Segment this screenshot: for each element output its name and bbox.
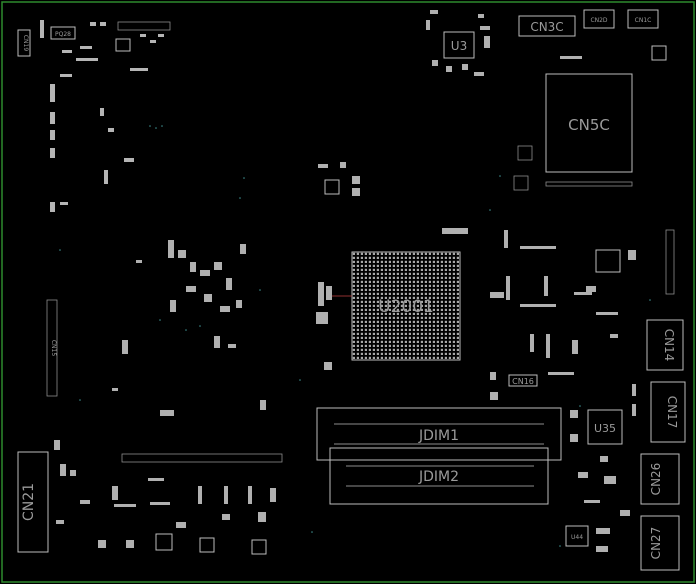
square-part-b — [513, 175, 529, 191]
cn15-connector: CN15 — [46, 299, 58, 397]
cn21-label: CN21 — [21, 483, 37, 521]
cn19-connector: CN19 — [17, 29, 31, 57]
cn5c-label: CN5C — [568, 116, 610, 134]
top-header-strip — [117, 21, 171, 31]
cn5c-socket: CN5C — [545, 73, 633, 173]
square-part-a — [517, 145, 533, 161]
cn5c-pin-strip — [545, 181, 633, 187]
ic-top-left — [115, 38, 131, 52]
cn1c-connector: CN1C — [627, 9, 659, 29]
ic-bottom-b — [199, 537, 215, 553]
cn27-label: CN27 — [649, 527, 663, 560]
cn2d-connector: CN2D — [583, 9, 615, 29]
jdim1-label: JDIM1 — [418, 428, 459, 444]
top-left-small-parts — [40, 20, 164, 212]
ic-bottom-a — [155, 533, 173, 551]
u35-chip: U35 — [587, 409, 623, 445]
pq28-label: PQ28 — [55, 31, 71, 38]
u3-label: U3 — [451, 39, 467, 53]
cn27-connector: CN27 — [640, 515, 680, 571]
cn17-label: CN17 — [665, 396, 679, 429]
u2001-label: U2001 — [378, 297, 434, 317]
cn19-label: CN19 — [22, 35, 29, 51]
bottom-header-strip — [121, 453, 283, 463]
jdim2-label: JDIM2 — [418, 469, 459, 485]
cn21-connector: CN21 — [17, 451, 49, 553]
cn1c-label: CN1C — [635, 17, 652, 24]
cn3c-label: CN3C — [530, 20, 563, 34]
top-right-bar — [560, 56, 582, 59]
ic-right-center — [595, 249, 621, 273]
u3-surround-parts — [426, 10, 490, 76]
cn17-connector: CN17 — [650, 381, 686, 443]
cn16-connector: CN16 — [508, 374, 538, 387]
cn26-connector: CN26 — [640, 453, 680, 505]
small-header-top-right — [651, 45, 667, 61]
jdim2-slot: JDIM2 — [329, 447, 549, 505]
cn3c-connector: CN3C — [518, 15, 576, 37]
center-left-cluster — [112, 240, 266, 416]
cpu-left-parts — [316, 282, 332, 370]
cn14-connector: CN14 — [646, 319, 684, 371]
right-lower-parts — [570, 384, 636, 552]
u44-label: U44 — [571, 534, 583, 541]
right-vertical-strip — [665, 229, 675, 295]
u44-chip: U44 — [565, 525, 589, 547]
pq28-component: PQ28 — [50, 26, 76, 40]
jdim1-slot: JDIM1 — [316, 407, 562, 461]
cn16-label: CN16 — [512, 377, 534, 386]
cn2d-label: CN2D — [590, 17, 607, 24]
cn26-label: CN26 — [649, 463, 663, 496]
via-dots — [59, 125, 651, 547]
u35-label: U35 — [594, 422, 616, 435]
bottom-left-parts — [54, 440, 276, 548]
cn15-label: CN15 — [50, 340, 57, 356]
u3-chip: U3 — [443, 31, 475, 59]
ic-above-cpu-parts — [318, 162, 360, 196]
u2001-cpu: U2001 — [351, 251, 461, 361]
right-center-parts — [442, 228, 636, 400]
ic-above-cpu — [324, 179, 340, 195]
cn14-label: CN14 — [662, 329, 676, 362]
ic-bottom-c — [251, 539, 267, 555]
